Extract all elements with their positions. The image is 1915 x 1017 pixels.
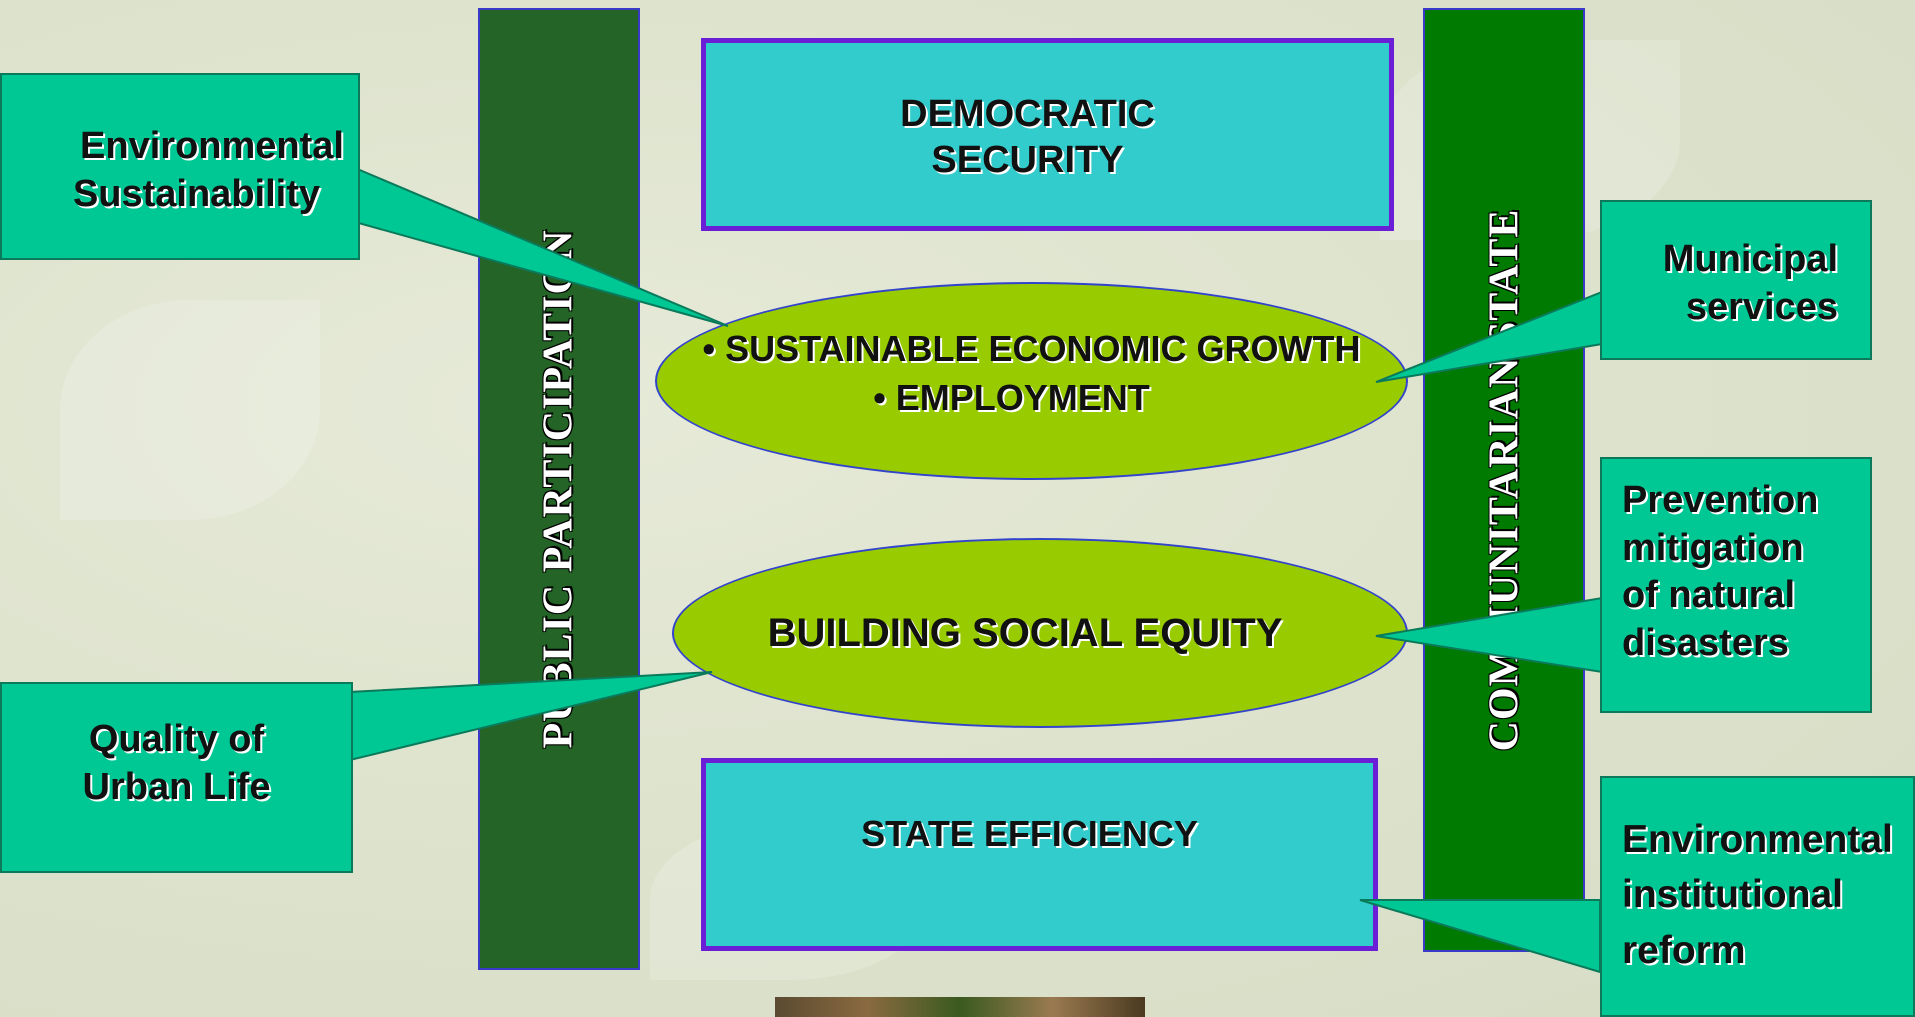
communitarian-state-pillar: COMMUNITARIAN STATE [1423,8,1585,952]
callout-line: Sustainability [72,172,320,215]
background-leaf [60,300,320,520]
prevention-mitigation-callout: Prevention mitigation of natural disaste… [1600,457,1872,713]
cropped-photo [775,997,1145,1017]
social-equity-ellipse: BUILDING SOCIAL EQUITY [672,538,1408,728]
callout-line: services [1685,285,1838,328]
box-line: STATE EFFICIENCY [861,813,1198,854]
democratic-security-box: DEMOCRATIC SECURITY [701,38,1394,231]
state-efficiency-box: STATE EFFICIENCY [701,758,1378,951]
callout-tail [1375,596,1603,674]
callout-line: of natural [1622,574,1796,616]
ellipse-line: • SUSTAINABLE ECONOMIC GROWTH [702,328,1361,370]
callout-line: Prevention [1622,479,1819,521]
callout-line: institutional [1622,873,1843,917]
callout-line: Municipal [1662,238,1838,280]
callout-line: Environmental [80,125,344,167]
callout-line: mitigation [1622,526,1804,569]
public-participation-pillar: PUBLIC PARTICIPATION [478,8,640,970]
municipal-services-callout: Municipal services [1600,200,1872,360]
ellipse-line: BUILDING SOCIAL EQUITY [767,610,1283,655]
economic-growth-ellipse: • SUSTAINABLE ECONOMIC GROWTH • EMPLOYME… [655,282,1408,480]
box-line: SECURITY [931,139,1124,182]
environmental-sustainability-callout: Environmental Sustainability [0,73,360,260]
callout-line: disasters [1622,621,1789,664]
callout-line: Urban Life [82,765,271,808]
ellipse-line: • EMPLOYMENT [873,377,1150,418]
quality-urban-life-callout: Quality of Urban Life [0,682,353,873]
callout-tail [349,671,713,762]
callout-line: reform [1622,928,1746,972]
box-line: DEMOCRATIC [900,93,1155,135]
callout-tail [1375,290,1603,383]
callout-tail [1359,899,1601,974]
callout-tail [354,166,729,327]
callout-line: Environmental [1622,818,1893,861]
callout-line: Quality of [88,718,265,760]
environmental-reform-callout: Environmental institutional reform [1600,776,1915,1017]
